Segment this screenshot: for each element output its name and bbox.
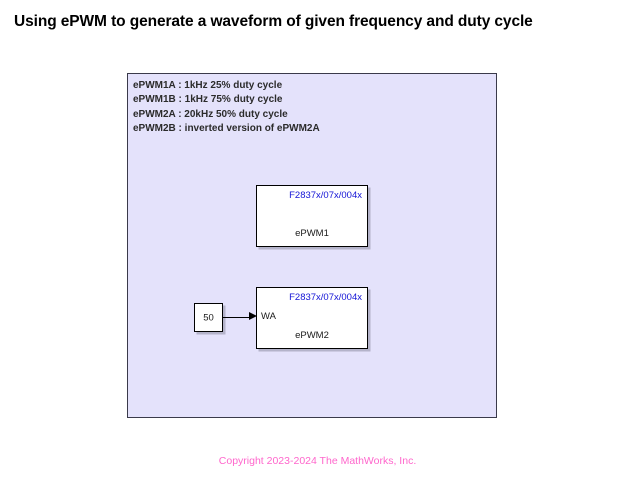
page-title: Using ePWM to generate a waveform of giv… — [14, 13, 533, 30]
annotation-text-block[interactable]: ePWM1A : 1kHz 25% duty cycle ePWM1B : 1k… — [133, 79, 320, 136]
block-epwm2-mask-type: F2837x/07x/004x — [289, 292, 362, 303]
block-epwm1-name: ePWM1 — [295, 228, 329, 239]
signal-line-constant-to-epwm2[interactable] — [223, 316, 250, 318]
annotation-line-epwm1a: ePWM1A : 1kHz 25% duty cycle — [133, 80, 283, 91]
annotation-line-epwm2b: ePWM2B : inverted version of ePWM2A — [133, 122, 320, 134]
block-constant[interactable]: 50 — [194, 303, 223, 332]
signal-arrowhead-icon — [249, 312, 257, 320]
block-epwm2-input-port-label: WA — [261, 311, 276, 322]
block-epwm2-name: ePWM2 — [295, 330, 329, 341]
block-epwm1[interactable]: F2837x/07x/004x ePWM1 — [256, 185, 368, 247]
copyright-notice: Copyright 2023-2024 The MathWorks, Inc. — [218, 455, 417, 467]
block-epwm2[interactable]: F2837x/07x/004x WA ePWM2 — [256, 287, 368, 349]
annotation-line-epwm1b: ePWM1B : 1kHz 75% duty cycle — [133, 94, 283, 106]
annotation-line-epwm2a: ePWM2A : 20kHz 50% duty cycle — [133, 108, 288, 120]
model-canvas[interactable]: ePWM1A : 1kHz 25% duty cycle ePWM1B : 1k… — [127, 73, 497, 418]
block-constant-value: 50 — [203, 312, 214, 323]
block-epwm1-mask-type: F2837x/07x/004x — [289, 190, 362, 201]
